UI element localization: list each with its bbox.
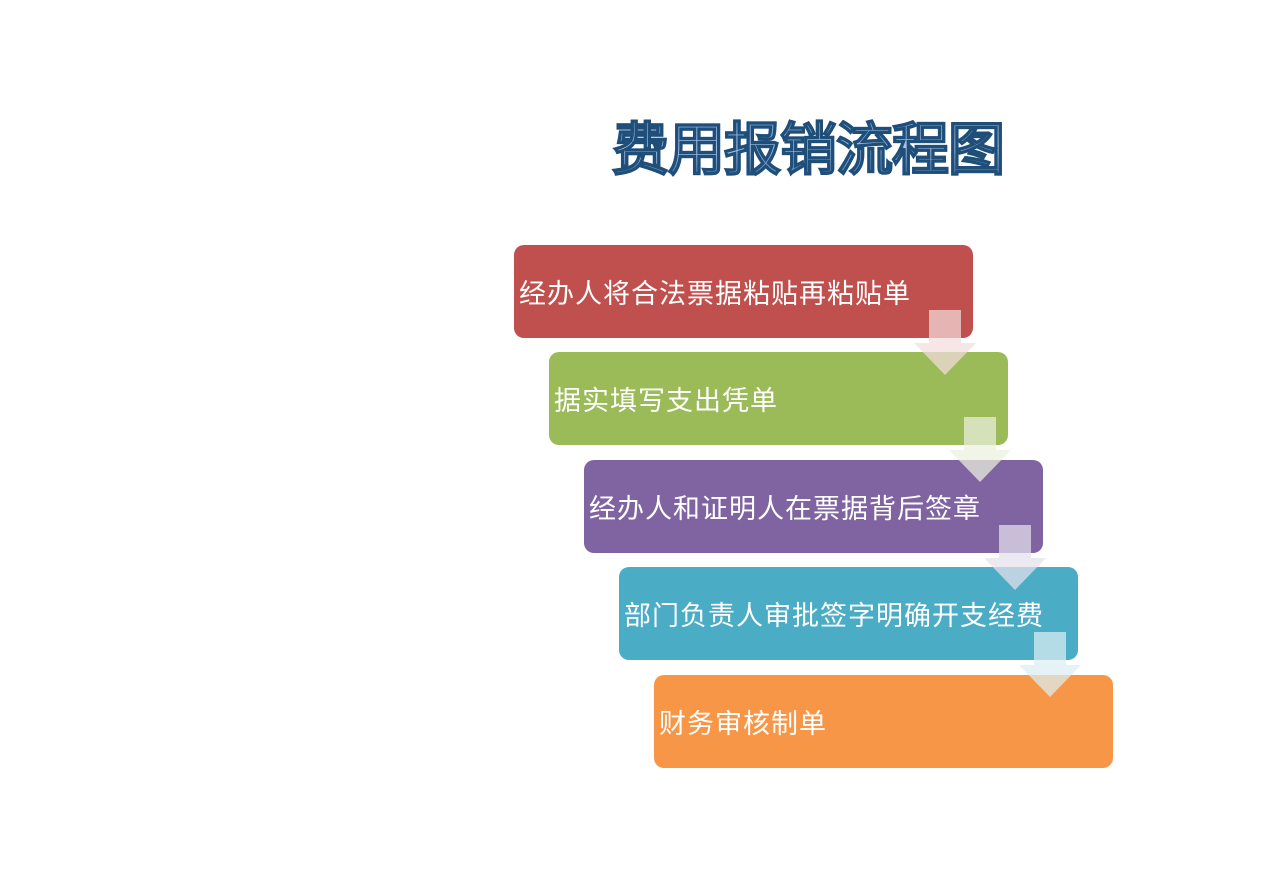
flow-step-2: 据实填写支出凭单 xyxy=(549,352,1008,445)
page-title: 费用报销流程图 xyxy=(611,119,1006,183)
flow-step-1-label: 经办人将合法票据粘贴再粘贴单 xyxy=(519,279,911,309)
down-arrow-icon-2 xyxy=(949,417,1011,482)
down-arrow-icon-4 xyxy=(1019,632,1081,697)
flow-step-1: 经办人将合法票据粘贴再粘贴单 xyxy=(514,245,973,338)
down-arrow-icon-3 xyxy=(984,525,1046,590)
flow-step-5: 财务审核制单 xyxy=(654,675,1113,768)
down-arrow-icon-1 xyxy=(914,310,976,375)
flow-step-4-label: 部门负责人审批签字明确开支经费 xyxy=(624,601,1044,631)
flow-step-3: 经办人和证明人在票据背后签章 xyxy=(584,460,1043,553)
flow-step-4: 部门负责人审批签字明确开支经费 xyxy=(619,567,1078,660)
flow-step-3-label: 经办人和证明人在票据背后签章 xyxy=(589,494,981,524)
flow-step-5-label: 财务审核制单 xyxy=(659,709,827,739)
flow-step-2-label: 据实填写支出凭单 xyxy=(554,386,778,416)
